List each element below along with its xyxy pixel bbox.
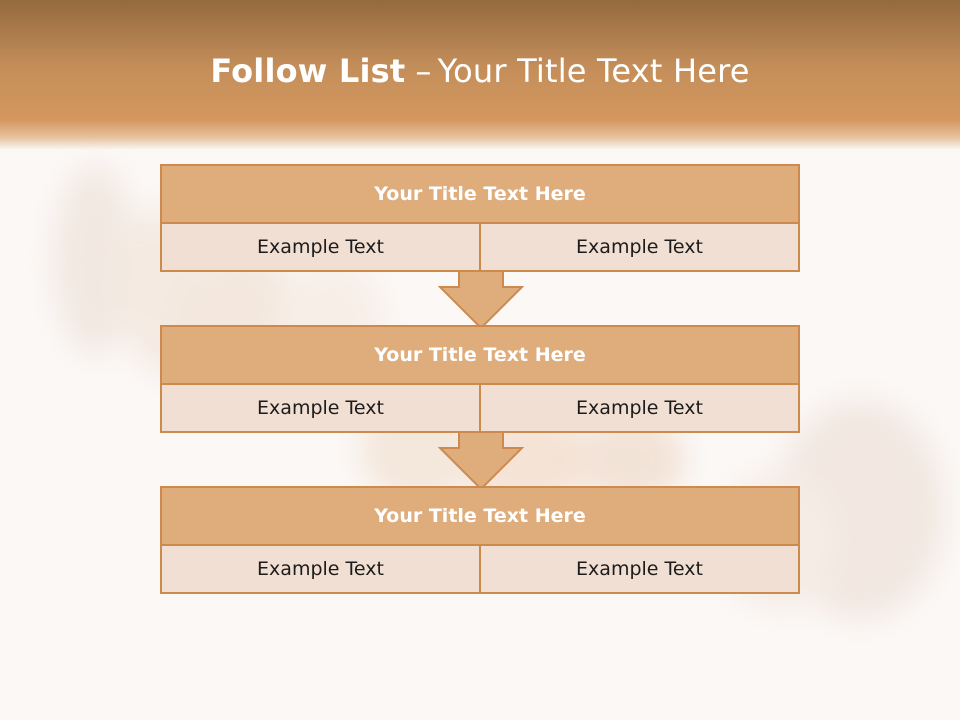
list-block-1: Your Title Text Here Example Text Exampl…	[160, 164, 800, 272]
block-row: Example Text Example Text	[162, 224, 798, 270]
list-block-3: Your Title Text Here Example Text Exampl…	[160, 486, 800, 594]
block-cell-right: Example Text	[479, 385, 798, 431]
down-arrow-icon	[438, 270, 524, 330]
title-separator: –	[415, 52, 432, 90]
title-rest: Your Title Text Here	[437, 52, 750, 90]
block-cell-right: Example Text	[479, 224, 798, 270]
block-cell-left: Example Text	[257, 236, 384, 258]
down-arrow-icon	[438, 431, 524, 491]
block-title: Your Title Text Here	[162, 166, 798, 224]
block-cell-left: Example Text	[257, 397, 384, 419]
block-title: Your Title Text Here	[162, 327, 798, 385]
block-cell-left: Example Text	[257, 558, 384, 580]
block-row: Example Text Example Text	[162, 385, 798, 431]
slide-title: Follow List–Your Title Text Here	[0, 52, 960, 90]
title-banner	[0, 0, 960, 150]
title-bold-part: Follow List	[210, 52, 406, 90]
block-title: Your Title Text Here	[162, 488, 798, 546]
block-row: Example Text Example Text	[162, 546, 798, 592]
list-block-2: Your Title Text Here Example Text Exampl…	[160, 325, 800, 433]
block-cell-right: Example Text	[479, 546, 798, 592]
